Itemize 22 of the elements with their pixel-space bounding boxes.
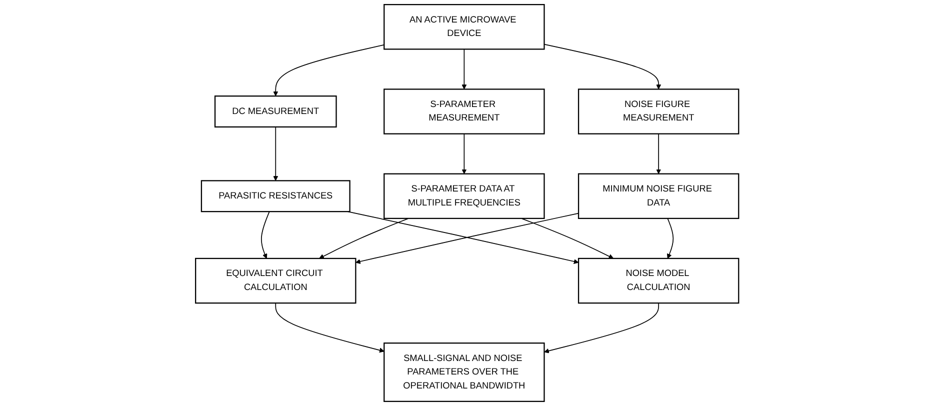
- node-box: AN ACTIVE MICROWAVE DEVICE: [383, 4, 545, 50]
- node-box: DC MEASUREMENT: [214, 96, 337, 128]
- node-box: S-PARAMETER MEASUREMENT: [383, 88, 545, 134]
- arrow: [318, 218, 409, 259]
- node-box: SMALL-SIGNAL AND NOISE PARAMETERS OVER THE OPERATIONAL BANDWIDTH: [383, 342, 545, 402]
- arrow: [273, 126, 278, 181]
- arrow: [520, 218, 614, 259]
- node-box: S-PARAMETER DATA AT MULTIPLE FREQUENCIES: [383, 173, 545, 219]
- node-box: MINIMUM NOISE FIGURE DATA: [578, 173, 740, 219]
- arrow: [275, 302, 384, 353]
- arrow: [656, 133, 661, 174]
- node-box: NOISE FIGURE MEASUREMENT: [578, 88, 740, 134]
- arrow: [462, 133, 467, 174]
- node-box: EQUIVALENT CIRCUIT CALCULATION: [194, 258, 356, 304]
- arrow: [544, 302, 659, 354]
- arrow: [462, 48, 467, 90]
- arrow: [544, 44, 661, 90]
- arrow: [273, 44, 384, 96]
- arrow: [666, 218, 674, 259]
- arrow: [260, 211, 270, 259]
- node-box: PARASITIC RESISTANCES: [200, 180, 350, 212]
- node-box: NOISE MODEL CALCULATION: [578, 258, 740, 304]
